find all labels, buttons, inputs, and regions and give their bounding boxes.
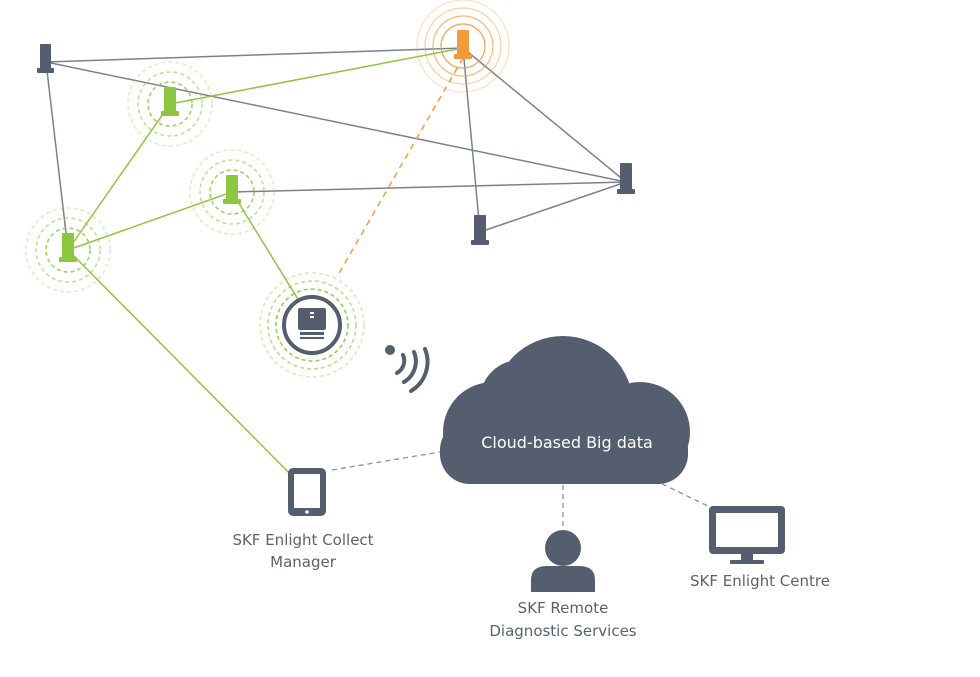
link-gray: [479, 181, 627, 233]
sensor-node-icon: [59, 233, 77, 262]
collect-manager-label-line2: Manager: [270, 553, 337, 571]
link-green: [67, 249, 307, 491]
link-green: [67, 191, 233, 251]
link-gray: [45, 61, 69, 251]
wireless-signal-icon: [385, 345, 430, 393]
mesh-links: [45, 47, 627, 491]
cloud-links: [331, 451, 713, 528]
desktop-monitor-icon: [709, 506, 785, 564]
link-green: [67, 103, 171, 251]
sensor-node-icon: [454, 30, 472, 59]
link-green: [169, 47, 464, 105]
remote-diagnostic-label-line2: Diagnostic Services: [489, 622, 636, 640]
link-gray: [462, 47, 627, 183]
cloud-icon: [440, 336, 690, 484]
enlight-centre-label: SKF Enlight Centre: [690, 572, 830, 590]
link-orange-dashed: [337, 57, 464, 276]
sensor-node-icon: [223, 175, 241, 204]
gateway-monitor-icon: [282, 295, 342, 355]
link-gray: [45, 47, 464, 63]
green-pulse: [25, 61, 365, 378]
collect-manager-label-line1: SKF Enlight Collect: [232, 531, 373, 549]
link-cloud-tablet: [331, 451, 441, 471]
sensor-node-icon: [471, 215, 489, 245]
tablet-icon: [288, 468, 326, 516]
sensor-node-icon: [161, 87, 179, 116]
link-gray: [231, 181, 627, 193]
remote-diagnostic-label-line1: SKF Remote: [518, 599, 609, 617]
link-cloud-desktop: [653, 479, 713, 509]
sensor-node-icon: [617, 163, 635, 194]
orange-pulse: [416, 0, 510, 93]
link-gray: [45, 61, 627, 183]
pulse-rings: [25, 0, 510, 378]
link-gray: [462, 47, 481, 233]
sensor-node-icon: [37, 44, 54, 73]
cloud-label: Cloud-based Big data: [481, 433, 653, 452]
user-silhouette-icon: [531, 530, 595, 592]
